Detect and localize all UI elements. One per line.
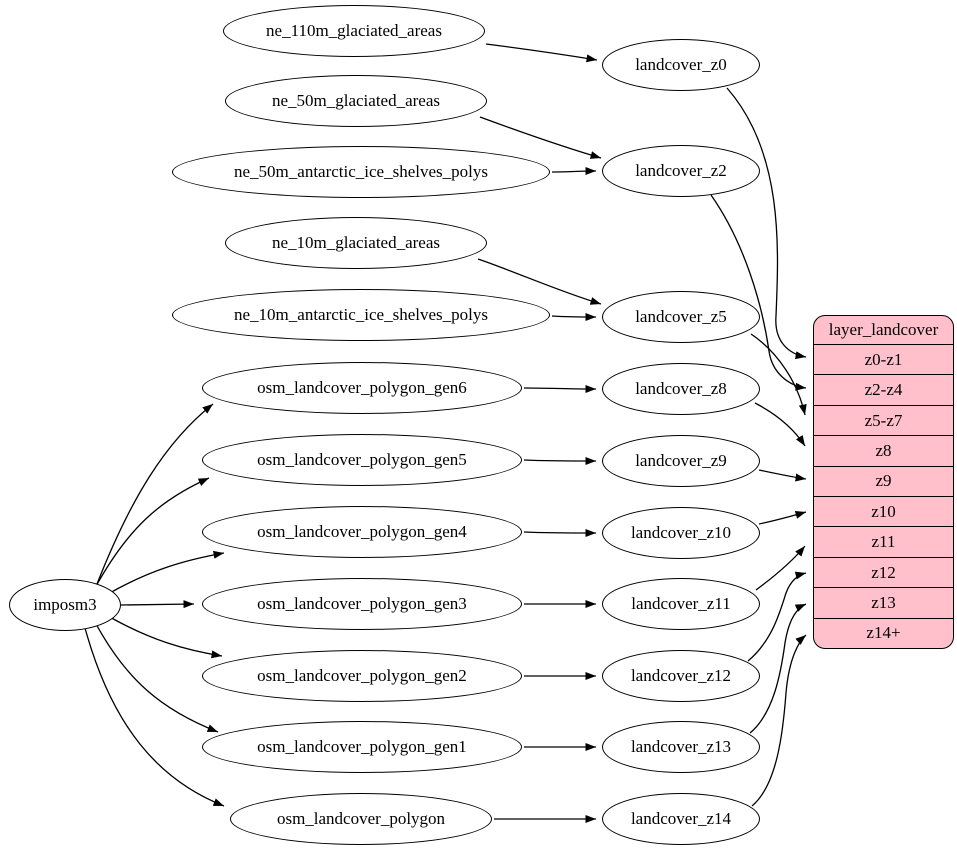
table-row-z14plus: z14+ — [814, 617, 953, 648]
edge-gen6-z8 — [523, 384, 597, 393]
node-landcover-z8: landcover_z8 — [602, 363, 760, 415]
table-row-z8: z8 — [814, 435, 953, 465]
layer-landcover-title: layer_landcover — [828, 320, 939, 339]
edge-z14-row — [751, 634, 807, 807]
edge-z2-row — [710, 194, 807, 391]
edge-ne50m-glaciated-z2 — [479, 116, 602, 159]
edge-gen4-z10 — [523, 528, 597, 537]
node-landcover-z11: landcover_z11 — [602, 578, 760, 630]
node-landcover-z2: landcover_z2 — [602, 145, 760, 197]
node-ne-10m-glaciated-areas: ne_10m_glaciated_areas — [225, 217, 487, 269]
edge-z12-row — [747, 571, 807, 662]
edge-z9-row — [758, 469, 807, 482]
table-row-z12: z12 — [814, 556, 953, 587]
edge-imposm3-gen3 — [120, 600, 195, 609]
node-landcover-z0: landcover_z0 — [602, 39, 760, 91]
edge-imposm3-gen6 — [96, 403, 214, 585]
node-osm-landcover-polygon-gen1: osm_landcover_polygon_gen1 — [202, 721, 522, 773]
edge-ne110m-z0 — [485, 43, 598, 63]
edge-ne50m-antarctic-z2 — [551, 167, 597, 176]
edge-z0-row — [726, 87, 807, 360]
edge-imposm3-gen2 — [107, 615, 223, 659]
node-landcover-z10: landcover_z10 — [602, 507, 760, 559]
node-landcover-z14: landcover_z14 — [602, 793, 760, 845]
edge-ne10m-antarctic-z5 — [551, 312, 597, 321]
node-osm-landcover-polygon-gen4: osm_landcover_polygon_gen4 — [202, 506, 522, 558]
edge-imposm3-gen5 — [94, 477, 210, 589]
edge-ne10m-glaciated-z5 — [477, 258, 602, 305]
node-ne-50m-antarctic-ice-shelves-polys: ne_50m_antarctic_ice_shelves_polys — [172, 146, 550, 198]
layer-landcover-table: layer_landcover z0-z1 z2-z4 z5-z7 z8 z9 … — [813, 315, 954, 649]
table-row-z5-z7: z5-z7 — [814, 404, 953, 435]
edge-imposm3-gen4 — [107, 550, 225, 595]
node-landcover-z13: landcover_z13 — [602, 721, 760, 773]
edge-imposm3-gen1 — [94, 621, 219, 733]
edge-z5-row — [750, 333, 807, 416]
table-row-z9: z9 — [814, 465, 953, 496]
table-row-z11: z11 — [814, 526, 953, 556]
table-row-z0-z1: z0-z1 — [814, 344, 953, 374]
edge-gen5-z9 — [523, 456, 597, 465]
table-row-z2-z4: z2-z4 — [814, 374, 953, 404]
node-ne-110m-glaciated-areas: ne_110m_glaciated_areas — [223, 5, 485, 57]
node-landcover-z9: landcover_z9 — [602, 435, 760, 487]
node-landcover-z12: landcover_z12 — [602, 650, 760, 702]
node-imposm3: imposm3 — [9, 579, 121, 631]
edge-z13-row — [749, 603, 807, 734]
node-osm-landcover-polygon-gen2: osm_landcover_polygon_gen2 — [202, 650, 522, 702]
edge-z8-row — [754, 402, 806, 447]
edge-z11-row — [755, 545, 806, 591]
table-row-z10: z10 — [814, 496, 953, 526]
node-ne-10m-antarctic-ice-shelves-polys: ne_10m_antarctic_ice_shelves_polys — [172, 289, 550, 341]
table-row-z13: z13 — [814, 587, 953, 617]
edge-imposm3-polygon — [84, 627, 225, 807]
node-osm-landcover-polygon-gen6: osm_landcover_polygon_gen6 — [202, 362, 522, 414]
edge-z10-row — [758, 511, 807, 525]
node-osm-landcover-polygon-gen5: osm_landcover_polygon_gen5 — [202, 434, 522, 486]
node-landcover-z5: landcover_z5 — [602, 291, 760, 343]
node-osm-landcover-polygon-gen3: osm_landcover_polygon_gen3 — [202, 578, 522, 630]
node-osm-landcover-polygon: osm_landcover_polygon — [230, 793, 492, 845]
node-ne-50m-glaciated-areas: ne_50m_glaciated_areas — [225, 75, 487, 127]
